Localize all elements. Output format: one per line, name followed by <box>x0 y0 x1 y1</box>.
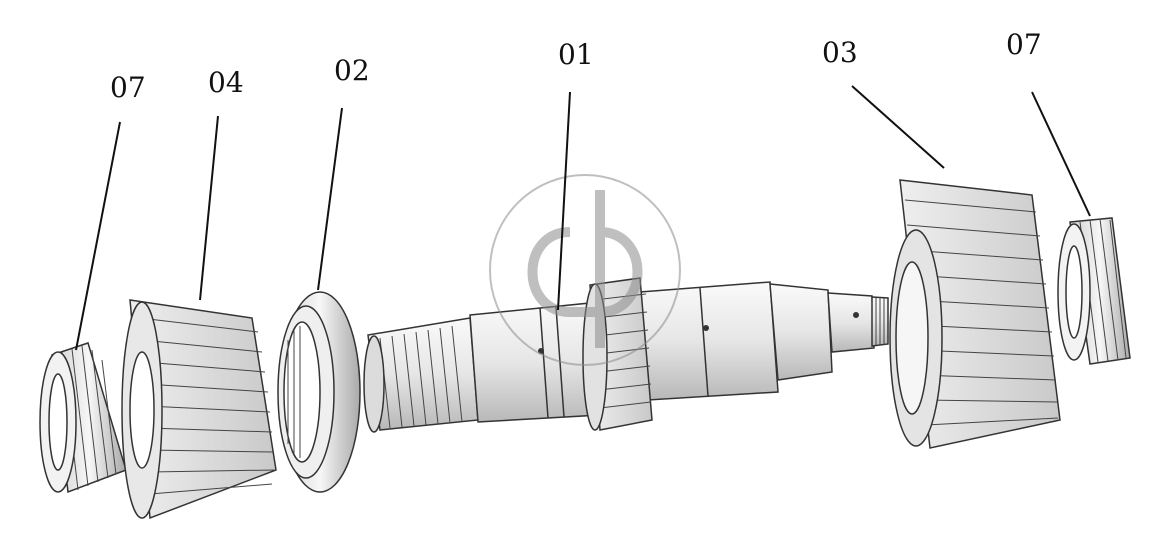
main-shaft <box>363 277 889 433</box>
synchronizer-ring-02 <box>277 291 361 493</box>
right-tapered-bearing <box>1057 217 1131 365</box>
leader-04 <box>199 115 219 301</box>
label-04: 04 <box>208 66 244 99</box>
leader-07-left <box>75 121 121 351</box>
leader-03 <box>851 85 945 169</box>
shaft-splines <box>379 325 463 429</box>
watermark-logo <box>489 174 681 366</box>
leader-02 <box>317 107 343 291</box>
label-07-right: 07 <box>1006 28 1042 61</box>
helical-gear-03 <box>889 179 1061 449</box>
left-bearing-rollers <box>61 345 117 491</box>
left-tapered-bearing <box>39 342 127 494</box>
label-03: 03 <box>822 36 858 69</box>
label-02: 02 <box>334 54 370 87</box>
leader-07-right <box>1031 91 1091 217</box>
leader-01 <box>557 91 571 311</box>
label-01: 01 <box>558 38 594 71</box>
helical-gear-04 <box>121 299 277 520</box>
leader-lines <box>75 85 1091 351</box>
label-07-left: 07 <box>110 71 146 104</box>
tip-splines <box>875 298 885 345</box>
gear-04-teeth <box>139 317 275 495</box>
callout-labels: 07 04 02 01 03 07 <box>110 28 1042 104</box>
ring-inner-splines <box>287 326 301 458</box>
